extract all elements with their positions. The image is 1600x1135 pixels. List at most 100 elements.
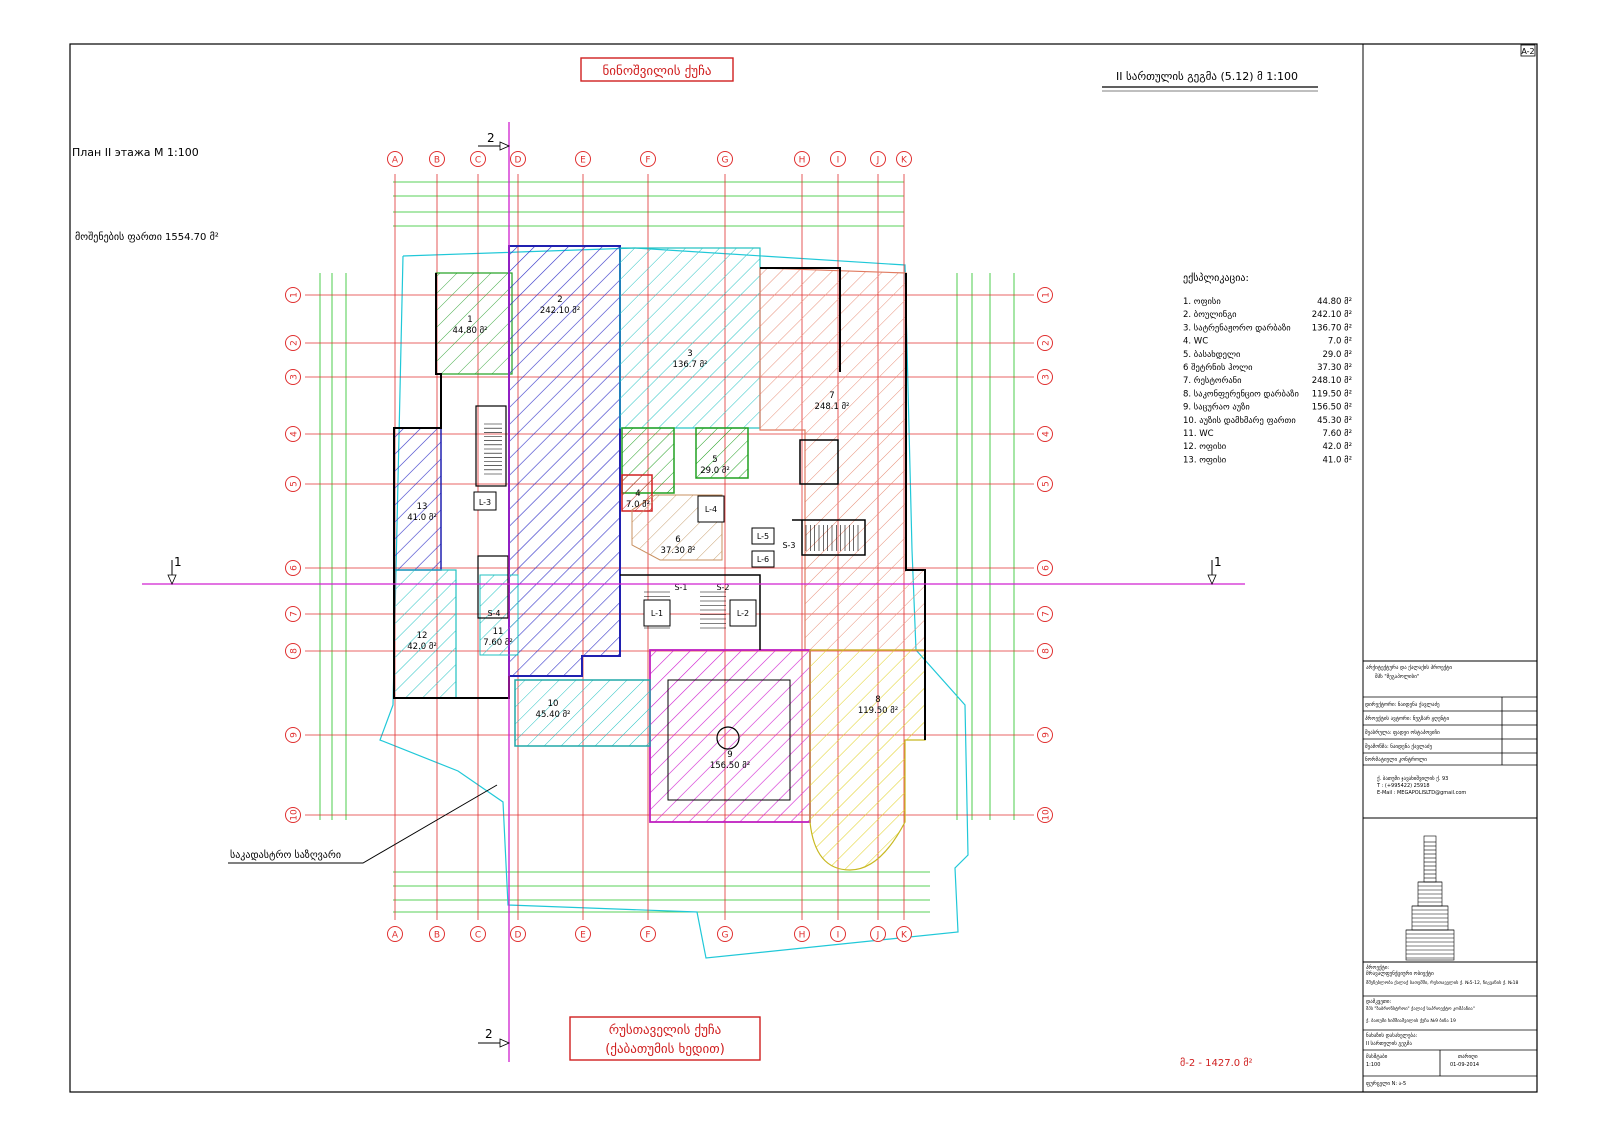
axis-bubble	[1037, 560, 1053, 576]
explication-row-area: 44.80 მ²	[1317, 296, 1352, 307]
axis-bubble	[285, 369, 301, 385]
explication-row-name: 7. რესტორანი	[1183, 375, 1242, 386]
axis-bubble	[1037, 727, 1053, 743]
axis-label: H	[799, 931, 806, 941]
axis-bubble	[717, 151, 733, 167]
room-12-num: 12	[417, 631, 428, 641]
explication-row-area: 37.30 მ²	[1317, 362, 1352, 373]
explication-row-area: 136.70 მ²	[1312, 322, 1352, 333]
axis-bubble	[1037, 335, 1053, 351]
section-mark-top: 2	[487, 131, 495, 145]
room-13-area: 41.0 მ²	[407, 512, 436, 523]
axis-bubble	[285, 287, 301, 303]
axis-label: 9	[1042, 732, 1052, 738]
axis-label: E	[580, 931, 586, 941]
plan-title-ru: План II этажа М 1:100	[72, 146, 199, 159]
room-3-num: 3	[687, 349, 692, 359]
tb-project-name: მრავალფუნქციური ობიექტი	[1366, 970, 1434, 977]
axis-label: D	[515, 156, 522, 166]
axis-bubble	[640, 926, 656, 942]
room-7	[759, 267, 926, 651]
section-mark-bottom: 2	[485, 1027, 493, 1041]
room-4-area: 7.0 მ²	[626, 499, 650, 510]
axis-bubble	[1037, 606, 1053, 622]
axis-label: I	[837, 156, 840, 166]
axis-bubble	[470, 151, 486, 167]
axis-bubble	[1037, 476, 1053, 492]
street-top-box	[580, 57, 734, 82]
section-mark-right: 1	[1214, 555, 1222, 569]
tb-client-name: შპს "ზაბრონსტროი" ქალაქ საპროექტო კომპან…	[1366, 1005, 1475, 1012]
axis-label: G	[722, 156, 729, 166]
axis-label: H	[799, 156, 806, 166]
cadastral-leader	[228, 784, 498, 864]
room-labels: 1 44.80 მ² 2 242.10 მ² 3 136.7 მ² 4 7.0 …	[407, 295, 898, 771]
axis-bubble	[285, 807, 301, 823]
axis-bubble	[1037, 807, 1053, 823]
axis-bubble	[285, 560, 301, 576]
room-7-num: 7	[829, 391, 834, 401]
room-10-num: 10	[548, 699, 559, 709]
tb-client-label: დამკვეთი:	[1366, 998, 1391, 1005]
cadastral-boundary	[379, 247, 969, 959]
axis-bubble	[575, 151, 591, 167]
axis-bubble	[896, 151, 912, 167]
axis-label: 10	[1042, 809, 1052, 821]
tb-email: E-Mail : MEGAPOLISLTD@gmail.com	[1377, 790, 1466, 796]
core-S-2: S-2	[716, 583, 729, 592]
tb-date-label: თარიღი	[1458, 1053, 1478, 1060]
axis-bubble	[794, 151, 810, 167]
explication-row-name: 1. ოფისი	[1183, 296, 1221, 307]
axis-label: 3	[290, 374, 300, 380]
explication-title: ექსპლიკაცია:	[1183, 272, 1249, 284]
room-9	[649, 649, 811, 823]
axis-label: 3	[1042, 374, 1052, 380]
explication-row-name: 4. WC	[1183, 337, 1208, 347]
explication-row-area: 242.10 მ²	[1312, 309, 1352, 320]
room-3	[619, 247, 761, 429]
axis-bubble	[387, 151, 403, 167]
axis-label: 8	[290, 648, 300, 654]
axis-bubble	[1037, 426, 1053, 442]
section-mark-left: 1	[174, 555, 182, 569]
axis-label: 1	[1042, 292, 1052, 298]
room-12-area: 42.0 მ²	[407, 641, 436, 652]
axis-bubble	[870, 151, 886, 167]
axis-label: B	[434, 156, 440, 166]
tb-role-4: ნორმატიული კონტროლი	[1365, 756, 1427, 763]
axis-label: 4	[290, 431, 300, 437]
core-S-3: S-3	[782, 541, 795, 550]
axis-label: C	[475, 156, 481, 166]
axis-bubble	[794, 926, 810, 942]
room-11-num: 11	[493, 627, 504, 637]
axis-label: 7	[290, 611, 300, 617]
axis-label: 9	[290, 732, 300, 738]
axis-bubble	[285, 335, 301, 351]
core-L-5: L-5	[757, 532, 769, 541]
cadastral-label: საკადასტრო საზღვარი	[230, 849, 341, 861]
room-7-area: 248.1 მ²	[815, 401, 850, 412]
axis-bubble	[896, 926, 912, 942]
axis-label: K	[901, 931, 908, 941]
axis-bubble	[1037, 287, 1053, 303]
explication-row-name: 2. ბოულინგი	[1183, 309, 1237, 320]
street-bottom-line2: (ქაბათუმის ხედით)	[605, 1042, 725, 1057]
axis-bubble	[470, 926, 486, 942]
axis-label: 7	[1042, 611, 1052, 617]
tb-role-2: შეასრულა: ფადეი ოსტაპოვიჩი	[1365, 729, 1440, 736]
explication-row-name: 6 შეტრნის ჰოლი	[1183, 362, 1253, 373]
axis-label: 4	[1042, 431, 1052, 437]
tower-thumbnail	[1405, 835, 1455, 961]
room-1	[435, 272, 513, 375]
core-L-4: L-4	[705, 505, 717, 514]
explication-row-area: 119.50 მ²	[1312, 388, 1352, 399]
rooms	[393, 245, 926, 871]
axis-label: 5	[290, 481, 300, 487]
explication-row-area: 7.60 მ²	[1323, 428, 1352, 439]
axis-label: G	[722, 931, 729, 941]
core-S-1: S-1	[674, 583, 687, 592]
axis-label: D	[515, 931, 522, 941]
room-8	[809, 649, 926, 871]
axis-label: I	[837, 931, 840, 941]
room-8-num: 8	[875, 695, 880, 705]
